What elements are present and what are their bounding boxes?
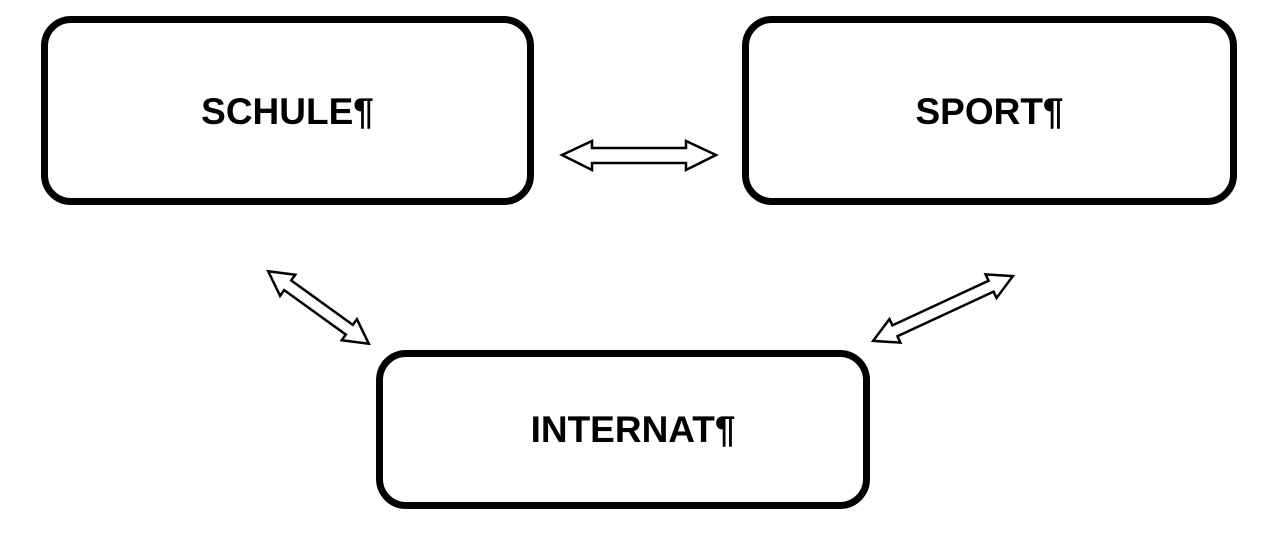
node-internat: INTERNAT¶ [376,350,870,509]
double-arrow-sport-internat-icon [870,273,1016,344]
node-sport: SPORT¶ [742,16,1237,205]
double-arrow-schule-internat-icon [266,269,371,346]
node-schule: SCHULE¶ [41,16,534,205]
node-sport-label: SPORT¶ [915,90,1064,132]
node-schule-label: SCHULE¶ [201,90,374,132]
double-arrow-schule-sport-icon [559,139,719,173]
node-internat-label: INTERNAT¶ [530,408,736,450]
